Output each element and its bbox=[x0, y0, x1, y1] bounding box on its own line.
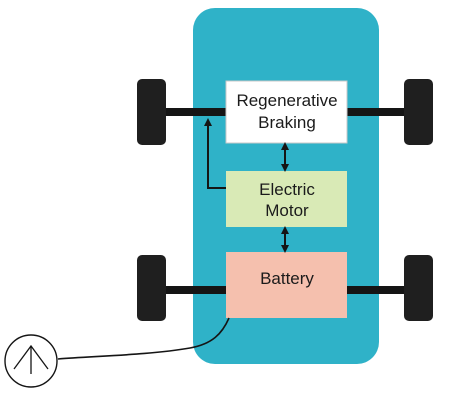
charging-cable bbox=[57, 317, 230, 360]
motor-label-line2: Motor bbox=[265, 201, 309, 220]
regen-label-line1: Regenerative bbox=[236, 91, 337, 110]
regen-label-line2: Braking bbox=[258, 113, 316, 132]
battery-block bbox=[226, 252, 347, 318]
charging-plug-icon bbox=[4, 334, 58, 388]
motor-to-axle-arrow bbox=[204, 118, 226, 189]
electric-motor-block bbox=[226, 171, 347, 227]
battery-label: Battery bbox=[260, 269, 314, 288]
rear-left-wheel bbox=[137, 255, 166, 321]
regenerative-braking-block bbox=[225, 80, 348, 144]
front-left-wheel bbox=[137, 79, 166, 145]
front-right-wheel bbox=[404, 79, 433, 145]
motor-label-line1: Electric bbox=[259, 180, 315, 199]
rear-right-wheel bbox=[404, 255, 433, 321]
